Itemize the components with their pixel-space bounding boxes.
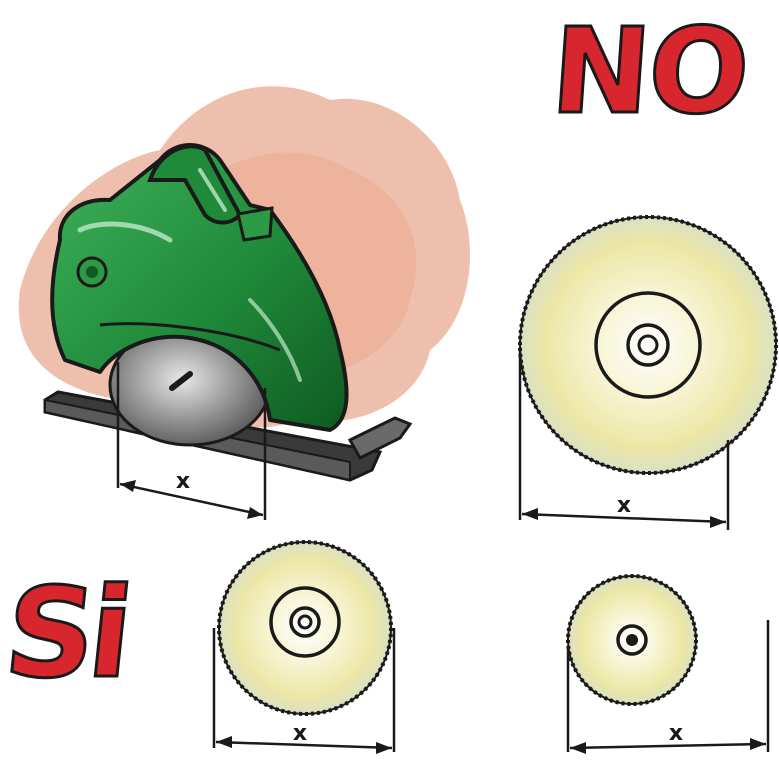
si-label: Si	[0, 572, 132, 696]
saw-blade-icon	[520, 217, 776, 530]
large-blade-dimension-label: x	[617, 493, 631, 518]
small-blade-dimension-label: x	[669, 721, 683, 746]
no-label: NO	[548, 12, 751, 130]
medium-blade-dimension-label: x	[293, 721, 307, 746]
saw-dimension-label: x	[176, 469, 190, 494]
